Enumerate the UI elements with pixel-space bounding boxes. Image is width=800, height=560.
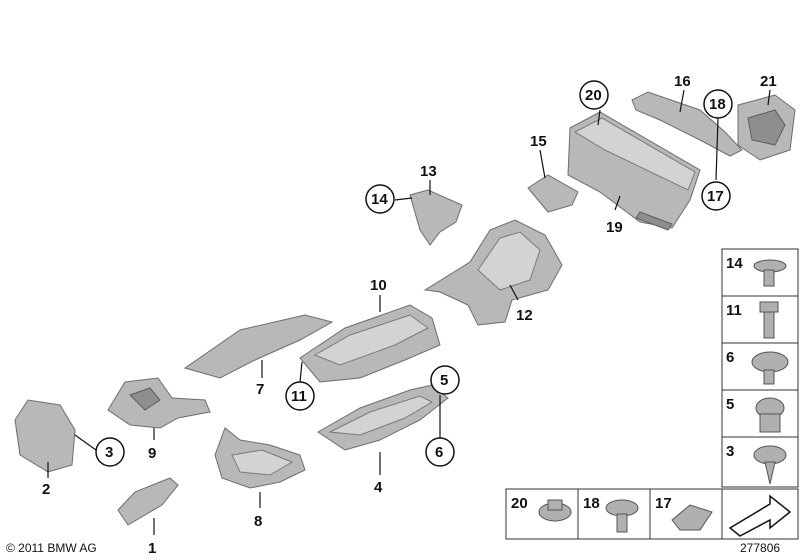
part-8-bracket[interactable] bbox=[214, 427, 306, 489]
svg-text:6: 6 bbox=[435, 444, 443, 461]
hardware-column: 14 11 6 5 3 bbox=[721, 248, 799, 488]
svg-text:3: 3 bbox=[726, 443, 734, 460]
circle-label-14: 14 bbox=[365, 184, 395, 214]
part-19-heat-shield[interactable] bbox=[567, 111, 701, 231]
svg-text:5: 5 bbox=[726, 396, 734, 413]
hw-nut-icon bbox=[538, 499, 572, 522]
part-2-bracket[interactable] bbox=[14, 399, 76, 473]
label-19: 19 bbox=[606, 219, 623, 236]
circle-label-18: 18 bbox=[703, 89, 733, 119]
part-labels: 1 2 9 8 7 4 10 12 13 15 16 19 21 bbox=[42, 73, 777, 557]
hw-bolt-icon bbox=[759, 301, 779, 339]
svg-text:20: 20 bbox=[511, 495, 528, 512]
hw-push-rivet-icon bbox=[753, 259, 787, 287]
hardware-row: 20 18 17 bbox=[505, 488, 799, 540]
part-10-heat-shield[interactable] bbox=[299, 304, 441, 383]
label-7: 7 bbox=[256, 381, 264, 398]
part-21-bracket[interactable] bbox=[737, 94, 796, 161]
label-10: 10 bbox=[370, 277, 387, 294]
diagram-number: 277806 bbox=[740, 541, 780, 555]
label-4: 4 bbox=[374, 479, 383, 496]
label-12: 12 bbox=[516, 307, 533, 324]
svg-text:14: 14 bbox=[371, 191, 388, 208]
part-9-bracket[interactable] bbox=[107, 377, 211, 429]
copyright-text: © 2011 BMW AG bbox=[6, 541, 97, 555]
part-16-bracket[interactable] bbox=[631, 91, 743, 157]
circle-label-11: 11 bbox=[285, 381, 315, 411]
hw-speed-nut-icon bbox=[671, 504, 713, 531]
part-4-heat-shield[interactable] bbox=[317, 384, 449, 451]
circle-label-20: 20 bbox=[579, 80, 609, 110]
svg-text:17: 17 bbox=[655, 495, 672, 512]
svg-text:11: 11 bbox=[291, 388, 307, 405]
label-15: 15 bbox=[530, 133, 547, 150]
svg-text:6: 6 bbox=[726, 349, 734, 366]
label-1: 1 bbox=[148, 540, 156, 557]
label-16: 16 bbox=[674, 73, 691, 90]
circle-label-5: 5 bbox=[430, 365, 460, 395]
circle-label-17: 17 bbox=[701, 181, 731, 211]
label-9: 9 bbox=[148, 445, 156, 462]
svg-text:20: 20 bbox=[585, 87, 602, 104]
part-15-plate[interactable] bbox=[527, 174, 579, 213]
hw-screw-icon bbox=[753, 445, 787, 485]
part-7-heat-shield[interactable] bbox=[183, 314, 334, 379]
part-1-plate[interactable] bbox=[117, 477, 179, 526]
label-13: 13 bbox=[420, 163, 437, 180]
direction-arrow-icon bbox=[728, 494, 792, 537]
circle-label-3: 3 bbox=[95, 437, 125, 467]
hw-flange-nut-icon bbox=[751, 351, 789, 385]
svg-text:3: 3 bbox=[105, 444, 113, 461]
circled-labels: 3 11 5 6 14 20 18 17 bbox=[95, 80, 733, 467]
svg-text:17: 17 bbox=[707, 188, 724, 205]
hw-clip-nut-icon bbox=[755, 397, 785, 433]
hw-box-14 bbox=[721, 248, 799, 297]
circle-label-6: 6 bbox=[425, 437, 455, 467]
svg-text:5: 5 bbox=[440, 372, 448, 389]
label-21: 21 bbox=[760, 73, 777, 90]
label-2: 2 bbox=[42, 481, 50, 498]
svg-text:11: 11 bbox=[726, 302, 742, 319]
svg-text:18: 18 bbox=[709, 96, 726, 113]
svg-text:14: 14 bbox=[726, 255, 743, 272]
part-13-bracket[interactable] bbox=[409, 189, 463, 246]
hw-box-18 bbox=[577, 488, 651, 540]
hw-expansion-rivet-icon bbox=[605, 499, 639, 533]
part-12-heat-shield[interactable] bbox=[423, 219, 563, 326]
label-8: 8 bbox=[254, 513, 262, 530]
svg-text:18: 18 bbox=[583, 495, 600, 512]
leader-lines bbox=[47, 89, 771, 535]
